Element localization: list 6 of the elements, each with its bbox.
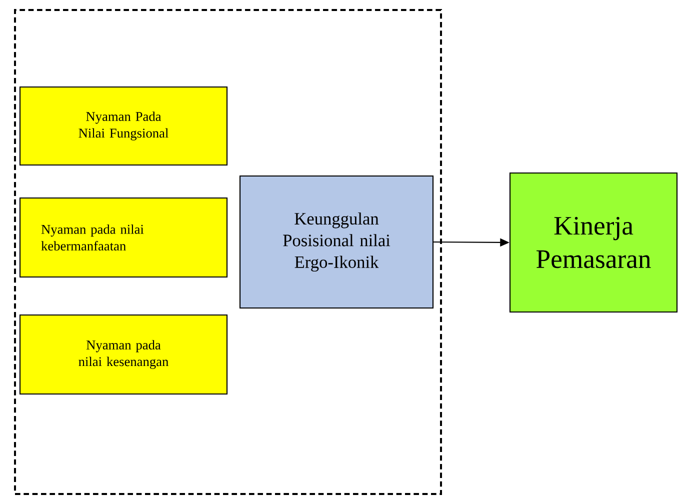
process-box: Nyaman pada nilai kebermanfaatan: [19, 197, 228, 278]
process-box: Nyaman Pada Nilai Fungsional: [19, 86, 228, 166]
dashed-group-box: [14, 9, 442, 495]
outcome-box: Kinerja Pemasaran: [509, 172, 678, 313]
process-box: Nyaman pada nilai kesenangan: [19, 314, 228, 395]
process-box: Keunggulan Posisional nilai Ergo-Ikonik: [239, 175, 434, 309]
